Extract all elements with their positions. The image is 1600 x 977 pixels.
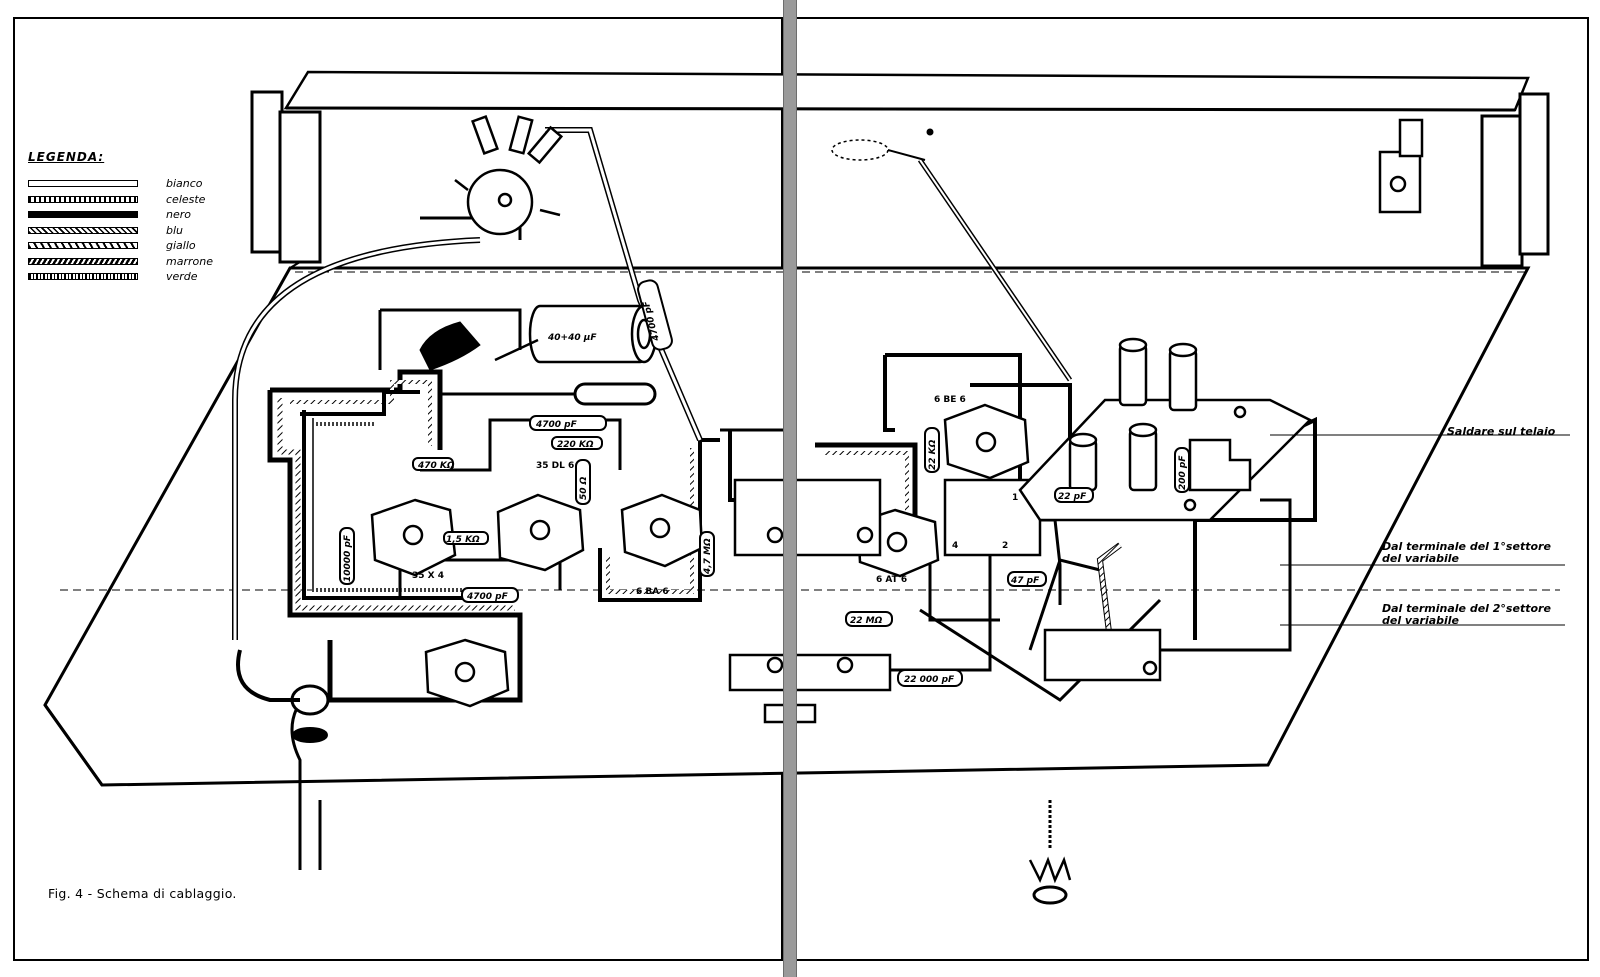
legend-item-celeste: celeste [28, 192, 248, 208]
legend-swatch-verde [28, 273, 138, 281]
legend-item-verde: verde [28, 269, 248, 285]
label-tube-35x4: 35 X 4 [412, 571, 444, 581]
label-pin-4: 4 [952, 541, 958, 551]
legend-item-nero: nero [28, 207, 248, 223]
label-r22k: 22 KΩ [928, 439, 938, 470]
legend-label: giallo [166, 239, 196, 253]
legend-swatch-celeste [28, 195, 138, 203]
legend-item-marrone: marrone [28, 254, 248, 270]
back-panel [250, 70, 1550, 268]
annotation-variabile-2-line1: Dal terminale del 2°settore [1382, 602, 1551, 615]
label-r22m: 22 MΩ [850, 616, 883, 626]
label-c22pf: 22 pF [1058, 492, 1087, 502]
annotation-variabile-1: Dal terminale del 1°settore del variabil… [1382, 541, 1551, 565]
label-c47pf: 47 pF [1010, 576, 1040, 586]
wiring-harness-left [232, 127, 790, 703]
tube-socket-35x4 [370, 498, 457, 577]
component-resistors [339, 279, 1190, 687]
label-r220k: 220 KΩ [557, 440, 594, 450]
label-c22000: 22 000 pF [904, 675, 955, 685]
label-pin-2: 2 [1002, 541, 1008, 551]
legend-title: LEGENDA: [28, 150, 105, 164]
label-r470k: 470 KΩ [417, 461, 455, 471]
tube-socket-bottom [424, 638, 510, 708]
legend-item-blu: blu [28, 223, 248, 239]
legend-swatch-giallo [28, 242, 138, 250]
label-tube-6at6: 6 AT 6 [876, 575, 907, 585]
antenna-loop [831, 128, 934, 161]
legend-label: marrone [166, 254, 213, 268]
annotation-variabile-1-line1: Dal terminale del 1°settore [1382, 540, 1551, 553]
legend-item-bianco: bianco [28, 176, 248, 192]
legend-swatch-bianco [28, 180, 138, 188]
capacitor-cylinder [440, 382, 657, 406]
annotation-variabile-2-line2: del variabile [1382, 614, 1460, 627]
potentiometer [454, 115, 564, 236]
annotation-variabile-1-line2: del variabile [1382, 552, 1460, 565]
legend-swatch-marrone [28, 257, 138, 265]
book-gutter [783, 0, 797, 977]
legend-item-giallo: giallo [28, 238, 248, 254]
label-c10000: 10000 pF [343, 534, 353, 582]
label-r15k: 1,5 KΩ [446, 535, 480, 545]
legend-label: blu [166, 223, 184, 237]
label-pin-1: 1 [1012, 493, 1018, 503]
legend-label: verde [166, 270, 198, 284]
tube-sockets-left [370, 493, 704, 708]
legend-swatch-nero [28, 211, 138, 219]
output-connector [419, 321, 481, 371]
label-tube-6be6: 6 BE 6 [934, 395, 966, 405]
annotation-variabile-2: Dal terminale del 2°settore del variabil… [1382, 603, 1551, 627]
label-c200: 200 pF [1178, 455, 1188, 490]
legend-label: celeste [166, 192, 206, 206]
legend-label: nero [166, 208, 191, 222]
tube-socket-35dl6 [496, 493, 585, 572]
legend-label: bianco [166, 177, 203, 191]
label-c4700-top: 4700 pF [535, 420, 578, 430]
label-r47m: 4,7 MΩ [703, 538, 713, 575]
label-c4700-low: 4700 pF [466, 592, 509, 602]
tube-socket-6ba6 [620, 493, 704, 568]
figure-caption: Fig. 4 - Schema di cablaggio. [48, 886, 237, 901]
legend: LEGENDA: bianco celeste nero blu giallo … [28, 150, 248, 285]
label-c40: 40+40 µF [547, 333, 597, 343]
label-tube-35dl6: 35 DL 6 [536, 461, 574, 471]
legend-swatch-blu [28, 226, 138, 234]
label-tube-6ba6: 6 BA 6 [636, 587, 669, 597]
terminal-strips [728, 478, 1162, 724]
label-r50: 50 Ω [579, 476, 589, 500]
tube-socket-6be6 [943, 403, 1030, 480]
